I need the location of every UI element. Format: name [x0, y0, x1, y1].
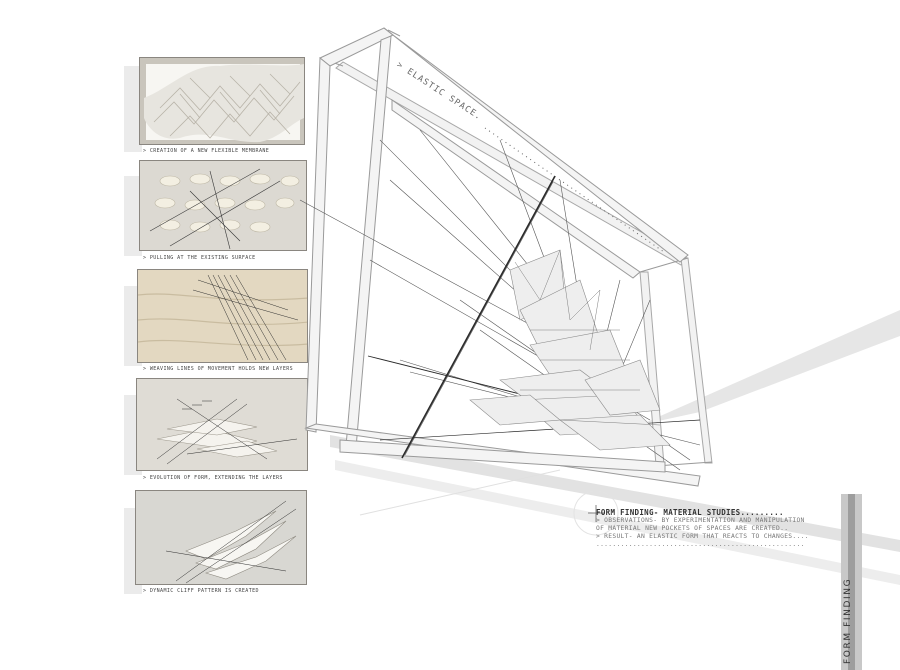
notes-line: > OBSERVATIONS- BY EXPERIMENTATION AND M…	[596, 517, 805, 524]
evolution-image	[137, 379, 307, 470]
caption-evolution: > EVOLUTION OF FORM, EXTENDING THE LAYER…	[143, 475, 283, 481]
notes-line: ........................................…	[596, 541, 805, 548]
study-photo-weaving	[137, 269, 308, 363]
side-title: FORM FINDING	[843, 577, 853, 664]
cliff-image	[136, 491, 306, 584]
caption-weaving: > WEAVING LINES OF MOVEMENT HOLDS NEW LA…	[143, 366, 294, 372]
notes-line: OF MATERIAL NEW POCKETS OF SPACES ARE CR…	[596, 525, 789, 532]
weaving-image	[138, 270, 307, 362]
pulling-image	[140, 161, 306, 250]
caption-pulling: > PULLING AT THE EXISTING SURFACE	[143, 255, 256, 261]
membrane-image	[140, 58, 304, 144]
notes-block: FORM FINDING- MATERIAL STUDIES......... …	[596, 508, 809, 549]
side-title-bar: FORM FINDING	[841, 494, 862, 670]
study-photo-evolution	[136, 378, 308, 471]
caption-membrane: > CREATION OF A NEW FLEXIBLE MEMBRANE	[143, 148, 270, 154]
study-photo-membrane	[139, 57, 305, 145]
notes-heading: FORM FINDING- MATERIAL STUDIES.........	[596, 508, 784, 517]
study-photo-pulling	[139, 160, 307, 251]
study-photo-cliff	[135, 490, 307, 585]
panel-shadow	[124, 176, 142, 256]
panel-shadow	[124, 66, 142, 152]
notes-line: > RESULT- AN ELASTIC FORM THAT REACTS TO…	[596, 533, 809, 540]
rod	[401, 175, 556, 459]
caption-cliff: > DYNAMIC CLIFF PATTERN IS CREATED	[143, 588, 259, 594]
side-bar-stripe	[848, 494, 855, 670]
